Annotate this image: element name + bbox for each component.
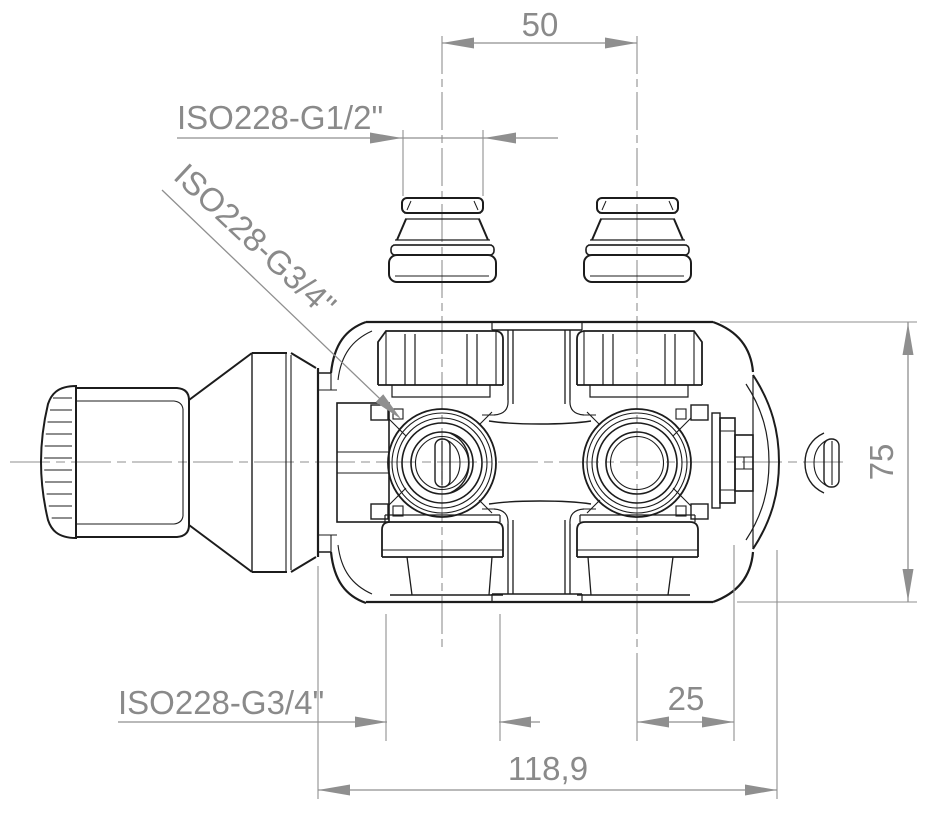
dimension-cap-spacing: 50 (442, 6, 637, 49)
bottom-rib-blocks (381, 514, 699, 596)
dimension-thread-top: ISO228-G1/2" (177, 99, 558, 196)
dim-118-9-text: 118,9 (508, 750, 588, 787)
body-flange (316, 320, 390, 605)
center-column (482, 322, 596, 602)
valve-body-outline (366, 320, 781, 604)
dim-75-text: 75 (863, 444, 900, 481)
dimension-thread-bottom: ISO228-G3/4" (118, 614, 540, 741)
hand-knob (39, 352, 317, 573)
right-outlet (711, 412, 754, 509)
dimension-thread-side: ISO228-G3/4" (161, 156, 401, 419)
dim-25-text: 25 (668, 680, 705, 717)
dimension-outlet-offset: 25 (636, 545, 735, 741)
dimension-overall-length: 118,9 (317, 550, 778, 799)
port-right (582, 404, 840, 520)
thread-top-label: ISO228-G1/2" (177, 99, 383, 136)
thread-side-label: ISO228-G3/4" (167, 156, 343, 324)
top-rib-blocks (377, 330, 703, 398)
knurl-lines (44, 397, 72, 519)
thread-bottom-label: ISO228-G3/4" (118, 684, 324, 721)
dim-50-text: 50 (522, 6, 559, 43)
dimension-body-height: 75 (720, 321, 917, 603)
port-left (370, 404, 497, 520)
